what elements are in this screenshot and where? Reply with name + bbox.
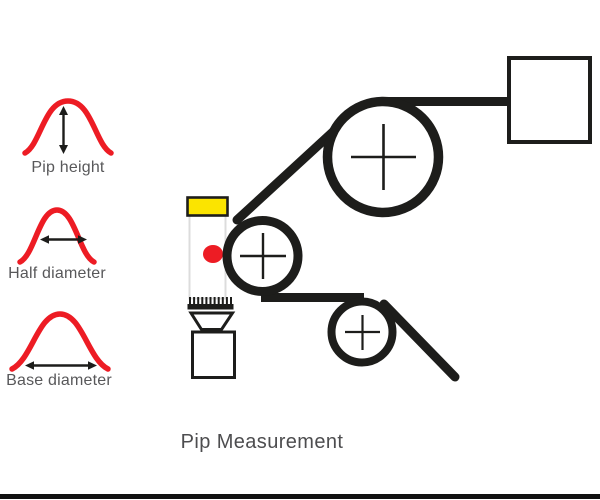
roller-large [322, 96, 444, 218]
diagram-title: Pip Measurement [180, 431, 344, 453]
roller-small [327, 297, 397, 367]
bell-curve [22, 98, 114, 156]
arrow-head-right-icon [78, 235, 87, 244]
comb-bar [187, 304, 234, 310]
arrow-head-down-icon [59, 145, 68, 154]
bell-curve-pip-height [22, 98, 114, 156]
label-pip-height: Pip height [31, 159, 105, 176]
roller-center-cross-icon [240, 233, 286, 279]
arrow-head-up-icon [59, 106, 68, 115]
arrow-head-right-icon [88, 361, 97, 370]
bell-curve [17, 207, 97, 265]
roller-medium [222, 216, 303, 296]
web-line-diagonal-lower [379, 299, 460, 382]
unwind-box [507, 56, 592, 144]
bell-curve-half-diameter [17, 207, 97, 265]
label-half-diameter: Half diameter [8, 265, 106, 282]
hopper-box [191, 330, 236, 379]
roller-center-cross-icon [351, 124, 416, 190]
roller-center-cross-icon [345, 315, 380, 350]
bell-curve-base-diameter [9, 311, 111, 372]
pip-red-dot [203, 245, 223, 263]
web-line-diagonal-upper [232, 124, 341, 225]
pip-height-arrow [59, 106, 68, 154]
bell-curve [9, 311, 111, 372]
sensor-head [186, 196, 229, 217]
base-diameter-arrow [25, 361, 97, 370]
half-diameter-arrow [40, 235, 87, 244]
comb-unit [187, 297, 234, 310]
label-base-diameter: Base diameter [6, 372, 112, 389]
hopper-nozzle [188, 311, 236, 331]
arrow-head-left-icon [40, 235, 49, 244]
arrow-head-left-icon [25, 361, 34, 370]
bottom-rule [0, 494, 600, 499]
